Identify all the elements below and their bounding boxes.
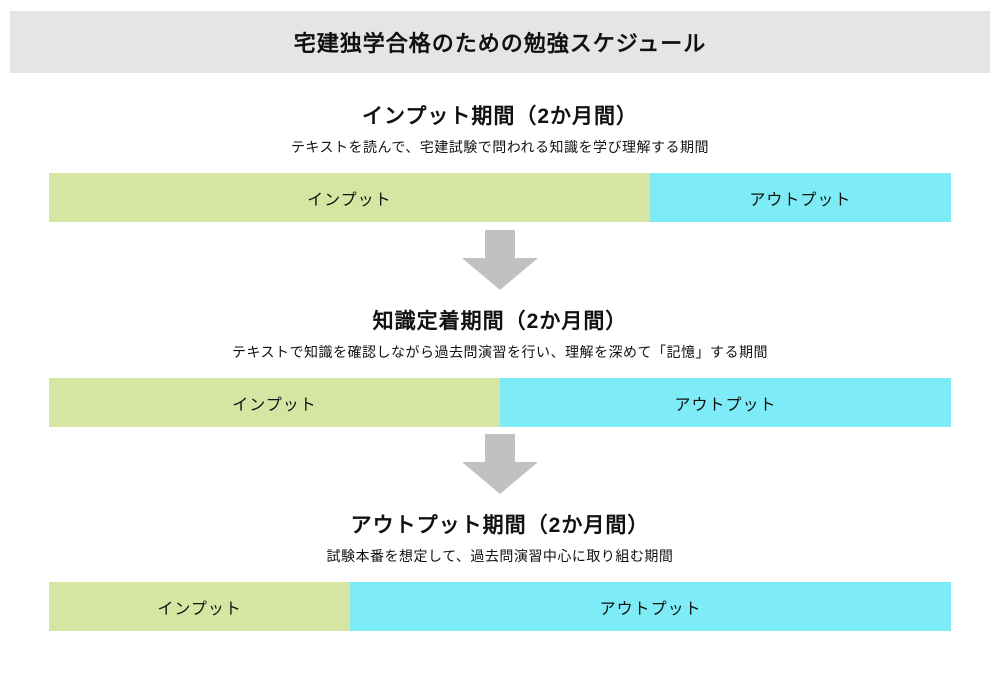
section-title: 知識定着期間（2か月間） <box>372 310 628 333</box>
input-output-bar: インプット アウトプット <box>49 173 951 222</box>
output-segment: アウトプット <box>649 173 951 222</box>
output-segment-label: アウトプット <box>599 600 702 618</box>
output-segment-label: アウトプット <box>674 396 777 414</box>
section-subtitle: テキストを読んで、宅建試験で問われる知識を学び理解する期間 <box>290 139 710 155</box>
section-knowledge-period: 知識定着期間（2か月間） テキストで知識を確認しながら過去問演習を行い、理解を深… <box>0 308 1000 427</box>
output-segment-label: アウトプット <box>749 191 852 209</box>
input-segment-label: インプット <box>232 396 317 414</box>
section-title: アウトプット期間（2か月間） <box>350 514 650 537</box>
input-segment: インプット <box>49 582 351 631</box>
section-input-period: インプット期間（2か月間） テキストを読んで、宅建試験で問われる知識を学び理解す… <box>0 103 1000 222</box>
down-arrow-icon <box>0 230 1000 290</box>
input-output-bar: インプット アウトプット <box>49 378 951 427</box>
output-segment: アウトプット <box>350 582 951 631</box>
section-title: インプット期間（2か月間） <box>361 105 639 128</box>
header-banner: 宅建独学合格のための勉強スケジュール <box>10 11 990 73</box>
section-subtitle: テキストで知識を確認しながら過去問演習を行い、理解を深めて「記憶」する期間 <box>231 344 769 360</box>
input-segment-label: インプット <box>157 600 242 618</box>
page-title: 宅建独学合格のための勉強スケジュール <box>293 31 707 56</box>
down-arrow-icon <box>0 434 1000 494</box>
input-segment-label: インプット <box>307 191 392 209</box>
input-output-bar: インプット アウトプット <box>49 582 951 631</box>
section-subtitle: 試験本番を想定して、過去問演習中心に取り組む期間 <box>326 548 674 564</box>
section-output-period: アウトプット期間（2か月間） 試験本番を想定して、過去問演習中心に取り組む期間 … <box>0 512 1000 631</box>
output-segment: アウトプット <box>500 378 951 427</box>
input-segment: インプット <box>49 173 650 222</box>
input-segment: インプット <box>49 378 500 427</box>
